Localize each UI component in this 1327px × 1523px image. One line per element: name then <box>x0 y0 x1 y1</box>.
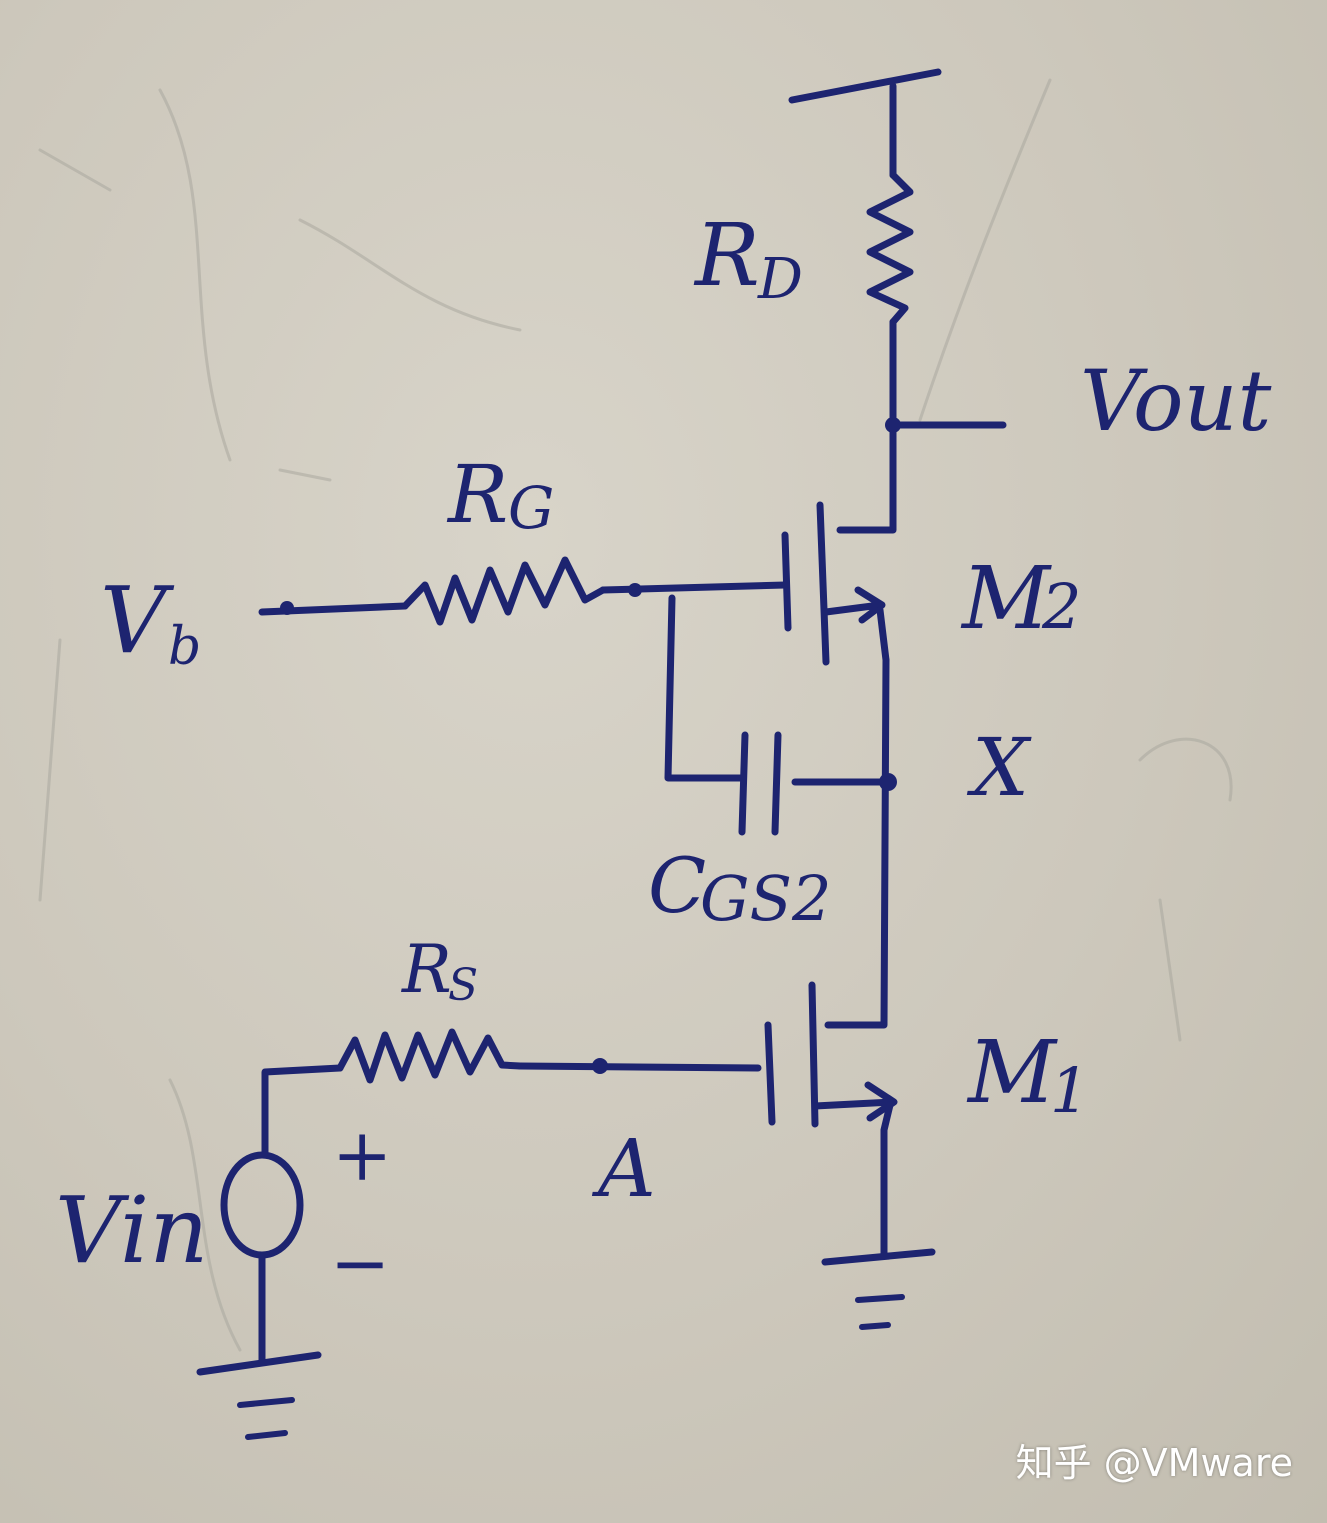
m1-source-arrow <box>811 1081 898 1122</box>
wire-vin-top <box>261 1064 344 1159</box>
label-rg-sub: G <box>508 474 554 542</box>
voltage-source-vin <box>220 1151 304 1364</box>
m1-source-lead <box>880 1101 894 1259</box>
label-m1-sub: 1 <box>1050 1054 1089 1127</box>
label-vb: V <box>100 567 175 674</box>
label-rd: R <box>693 206 760 306</box>
ground-vin <box>196 1351 322 1440</box>
label-rg: R <box>446 448 508 541</box>
label-vout: Vout <box>1080 352 1272 450</box>
m2-gate-plate <box>781 531 792 632</box>
transistor-m1 <box>764 981 898 1259</box>
label-m1: M <box>966 1023 1058 1123</box>
node-a <box>592 1058 608 1074</box>
label-m2: M <box>960 549 1052 649</box>
resistor-rd <box>866 171 914 326</box>
m1-channel <box>808 981 819 1128</box>
node-vout <box>885 417 901 433</box>
label-cgs-sub: GS2 <box>700 862 831 935</box>
label-cgs: C <box>648 841 706 930</box>
capacitor-cgs2-plate1 <box>738 731 749 836</box>
m2-source-lead <box>876 606 890 664</box>
label-rs: R <box>401 931 452 1008</box>
wire-cgs-left <box>664 594 746 782</box>
node-x <box>879 773 897 791</box>
transistor-m2 <box>781 501 890 666</box>
watermark: 知乎 @VMware <box>1015 1441 1293 1485</box>
capacitor-cgs2-plate2 <box>771 731 782 836</box>
wire-rs-gate-m1 <box>516 1062 762 1072</box>
wire-rd-drain-m2 <box>836 318 897 534</box>
m2-channel <box>816 501 830 666</box>
label-vin: Vin <box>55 1177 209 1284</box>
label-x: X <box>966 721 1032 814</box>
wire-node-x <box>824 656 890 1029</box>
label-plus: + <box>332 1113 392 1197</box>
ground-m1 <box>821 1248 936 1330</box>
label-a: A <box>591 1122 656 1215</box>
vdd-rail <box>788 68 942 104</box>
paper-ghost-marks <box>38 78 1233 1352</box>
node-vb <box>280 601 294 615</box>
label-m2-sub: 2 <box>1041 570 1081 643</box>
label-vb-sub: b <box>168 617 201 677</box>
label-rd-sub: D <box>757 247 803 312</box>
resistor-rg <box>401 556 607 626</box>
label-rs-sub: S <box>448 960 478 1011</box>
m1-gate-plate <box>764 1021 776 1126</box>
resistor-rs <box>336 1028 524 1084</box>
m2-source-arrow <box>822 586 886 624</box>
node-gate-m2 <box>628 583 642 597</box>
label-minus: − <box>330 1221 390 1305</box>
